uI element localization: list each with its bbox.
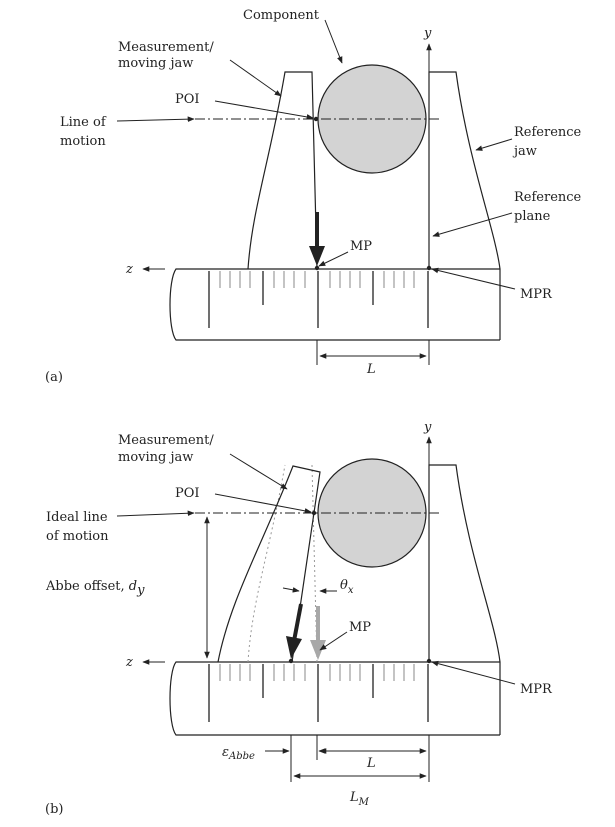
reference-jaw-a xyxy=(428,71,501,340)
length-label-a: L xyxy=(366,362,376,377)
moving-jaw-b xyxy=(217,465,321,663)
panel-a: Component Measurement/ moving jaw POI Li… xyxy=(45,8,582,385)
moving-jaw-label-a-1: Measurement/ xyxy=(118,40,214,55)
moving-jaw-label-a-2: moving jaw xyxy=(118,56,193,71)
length-m-label-b: LM xyxy=(349,790,370,808)
mpr-label-b: MPR xyxy=(520,682,553,697)
scale-body-b xyxy=(169,661,500,736)
panel-label-a: (a) xyxy=(45,370,63,385)
y-axis-label-b: y xyxy=(423,420,432,435)
length-label-b: L xyxy=(366,756,376,771)
poi-dot-b xyxy=(311,510,317,516)
theta-subscript-b: x xyxy=(348,585,354,596)
reference-jaw-label-a-1: Reference xyxy=(514,125,582,140)
mp-dot-b xyxy=(288,658,294,664)
ideal-jaw-outline-b xyxy=(247,464,318,663)
ideal-line-label-b-2: of motion xyxy=(46,529,109,544)
eps-symbol-b: ε xyxy=(222,745,229,760)
poi-label-a: POI xyxy=(175,92,200,107)
z-axis-label-a: z xyxy=(125,262,133,277)
y-axis-label-a: y xyxy=(423,26,432,41)
reference-plane-label-a-2: plane xyxy=(514,209,551,224)
scale-body-a xyxy=(169,268,500,341)
abbe-offset-text-b: Abbe offset, xyxy=(45,579,129,594)
reference-jaw-label-a-2: jaw xyxy=(512,144,537,159)
mpr-dot-b xyxy=(426,658,432,664)
poi-dot-a xyxy=(313,116,319,122)
mp-label-b: MP xyxy=(349,620,371,635)
scale-ticks-b xyxy=(208,664,429,722)
moving-jaw-label-b-2: moving jaw xyxy=(118,450,193,465)
z-axis-label-b: z xyxy=(125,655,133,670)
ideal-line-label-b-1: Ideal line xyxy=(46,510,108,525)
mpr-label-a: MPR xyxy=(520,287,553,302)
mp-arrowhead-b xyxy=(286,636,302,659)
component-label-a: Component xyxy=(243,8,320,23)
line-of-motion-label-a-2: motion xyxy=(60,134,106,149)
theta-label-b: θx xyxy=(340,578,354,596)
length-m-symbol-b: L xyxy=(349,790,359,805)
line-of-motion-label-a-1: Line of xyxy=(60,115,107,130)
moving-jaw-a xyxy=(247,71,318,270)
mp-arrowhead-a xyxy=(309,246,325,266)
poi-label-b: POI xyxy=(175,486,200,501)
ideal-mp-arrowhead-b xyxy=(310,640,326,660)
reference-plane-label-a-1: Reference xyxy=(514,190,582,205)
abbe-offset-symbol-b: d xyxy=(129,579,137,594)
eps-label-b: εAbbe xyxy=(222,745,255,762)
abbe-offset-subscript-b: y xyxy=(136,583,145,598)
mp-arrow-b xyxy=(292,603,303,642)
theta-symbol-b: θ xyxy=(340,578,348,593)
mpr-dot-a xyxy=(426,265,432,271)
eps-subscript-b: Abbe xyxy=(228,751,255,762)
moving-jaw-label-b-1: Measurement/ xyxy=(118,433,214,448)
reference-jaw-b xyxy=(428,464,501,735)
length-m-subscript-b: M xyxy=(358,797,370,808)
panel-b: Measurement/ moving jaw POI Ideal line o… xyxy=(45,420,553,817)
panel-label-b: (b) xyxy=(45,802,63,817)
abbe-offset-label-b: Abbe offset, dy xyxy=(45,579,145,598)
mp-label-a: MP xyxy=(350,239,372,254)
mp-dot-a xyxy=(314,265,320,271)
scale-ticks-a xyxy=(208,271,429,328)
